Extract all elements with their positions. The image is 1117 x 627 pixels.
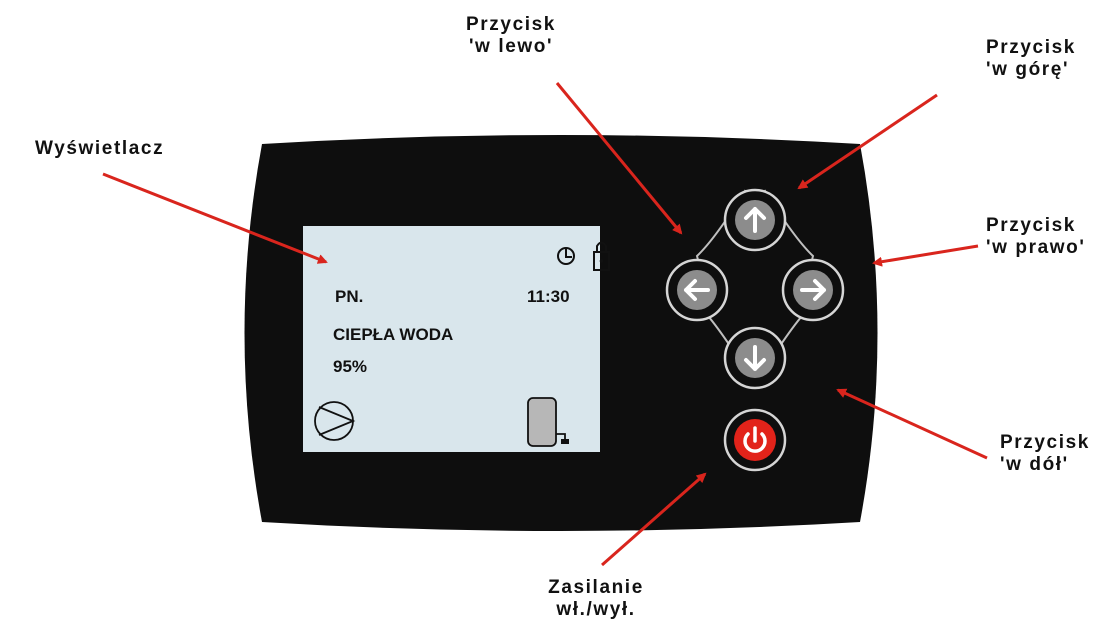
pump-icon (314, 401, 356, 441)
right-arrow (872, 244, 979, 267)
callout-display: Wyświetlacz (35, 138, 164, 160)
callout-power-button: Zasilanie wł./wył. (521, 577, 671, 621)
callout-left-line2: 'w lewo' (468, 36, 554, 57)
clock-icon (557, 247, 575, 265)
callout-down-line2: 'w dół' (1000, 454, 1069, 475)
up-button[interactable] (723, 188, 787, 252)
down-button[interactable] (723, 326, 787, 390)
callout-left-button: Przycisk 'w lewo' (449, 14, 573, 58)
screen-time: 11:30 (527, 287, 570, 306)
callout-left-line1: Przycisk (466, 14, 556, 35)
power-arrow (601, 472, 707, 567)
screen-mode: CIEPŁA WODA (333, 325, 454, 344)
callout-display-label: Wyświetlacz (35, 138, 165, 159)
arrow-right-icon (800, 279, 826, 301)
callout-up-line1: Przycisk (986, 37, 1076, 58)
callout-right-line1: Przycisk (986, 215, 1076, 236)
up-arrow (797, 93, 938, 190)
down-arrow (836, 388, 988, 460)
power-button[interactable] (723, 408, 787, 472)
screen-day: PN. (335, 287, 364, 306)
callout-right-button: Przycisk 'w prawo' (986, 215, 1085, 259)
callout-right-line2: 'w prawo' (986, 237, 1086, 258)
callout-power-line2: wł./wył. (556, 599, 636, 620)
callout-power-line1: Zasilanie (548, 577, 644, 598)
power-icon (743, 426, 767, 453)
left-arrow (555, 82, 683, 235)
callout-up-line2: 'w górę' (986, 59, 1070, 80)
callout-down-line1: Przycisk (1000, 432, 1090, 453)
callout-down-button: Przycisk 'w dół' (1000, 432, 1090, 476)
display-arrow (102, 172, 328, 264)
left-button[interactable] (665, 258, 729, 322)
screen-level: 95% (333, 357, 368, 376)
arrow-up-icon (744, 207, 766, 233)
arrow-left-icon (684, 279, 710, 301)
right-button[interactable] (781, 258, 845, 322)
arrow-down-icon (744, 345, 766, 371)
callout-up-button: Przycisk 'w górę' (986, 37, 1076, 81)
tank-icon (527, 397, 569, 447)
lock-icon (593, 241, 610, 271)
